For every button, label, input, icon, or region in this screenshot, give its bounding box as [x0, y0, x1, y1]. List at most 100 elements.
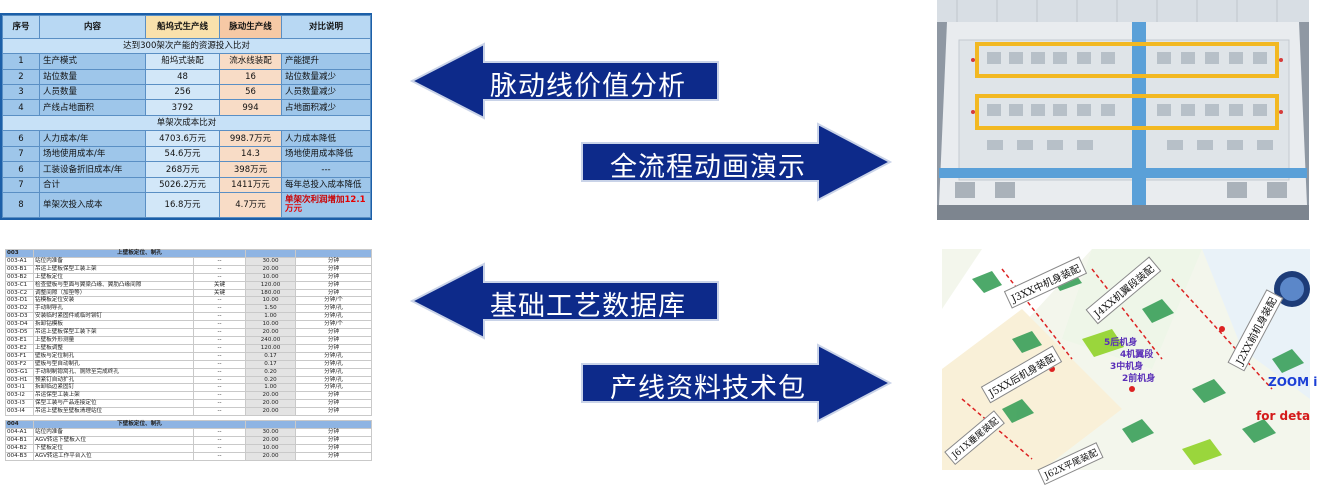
step-desc: 站位内准备 [33, 427, 194, 437]
step-id: 003-I1 [5, 383, 34, 393]
step-flag: -- [192, 272, 247, 282]
row-dock-value: 船坞式装配 [145, 53, 220, 70]
step-unit: 分钟 [295, 435, 373, 445]
step-time: 0.17 [245, 359, 297, 369]
step-desc: 拆卸钻模板 [33, 320, 194, 330]
step-id: 003-D2 [5, 304, 34, 314]
step-unit: 分钟/个 [295, 296, 373, 306]
step-id: 003-G1 [5, 367, 34, 377]
note-mid-fuselage: 3中机身 [1110, 362, 1144, 372]
step-time: 0.20 [245, 375, 297, 385]
step-desc: 吊运上壁板保型工装上架 [33, 264, 194, 274]
row-dock-value: 4703.6万元 [145, 130, 220, 147]
step-desc: 安装临时紧固件或临时铆钉 [33, 312, 194, 322]
step-unit: 分钟/孔 [295, 359, 373, 369]
step-unit: 分钟 [295, 427, 373, 437]
step-time: 120.00 [245, 343, 297, 353]
row-dock-value: 5026.2万元 [145, 176, 220, 194]
row-note-profit: 单架次利润增加12.1万元 [281, 192, 371, 218]
step-desc: 吊运上壁板至壁板清理站位 [33, 407, 194, 417]
step-flag: -- [192, 443, 247, 453]
step-time: 20.00 [245, 407, 297, 417]
row-pulse-value: 16 [219, 68, 282, 86]
step-flag: 关键 [192, 288, 247, 298]
step-id: 003-I2 [5, 391, 34, 401]
step-time: 1.50 [245, 304, 297, 314]
row-note: 每年总投入成本降低 [281, 176, 371, 194]
step-desc: 吊运上壁板保型工装下架 [33, 328, 194, 337]
row-pulse-value: 998.7万元 [219, 130, 282, 147]
step-flag: 关键 [192, 280, 247, 290]
step-time: 20.00 [245, 451, 297, 461]
row-pulse-value: 56 [219, 84, 282, 101]
table-row: 2 站位数量 48 16 站位数量减少 [2, 68, 371, 86]
profit-label: 单架次利润增加 [285, 195, 345, 206]
note-wing-section: 4机翼段 [1120, 350, 1154, 360]
step-unit: 分钟 [295, 256, 373, 266]
step-time: 1.00 [245, 383, 297, 393]
step-unit: 分钟 [295, 264, 373, 274]
step-time: 10.00 [245, 443, 297, 453]
step-time: 20.00 [245, 399, 297, 409]
step-flag: -- [192, 312, 247, 322]
row-item: 站位数量 [39, 68, 146, 86]
row-no: 7 [2, 176, 40, 194]
step-id: 003-D1 [5, 296, 34, 306]
step-time: 10.00 [245, 272, 297, 282]
step-desc: 检查壁板与型面与翼梁凸缘、翼肋凸缘间隙 [33, 280, 194, 290]
step-desc: 上壁板定位 [33, 272, 194, 282]
arrow-process-database[interactable]: 基础工艺数据库 [409, 262, 720, 340]
group-title: 下壁板定位、制孔 [32, 420, 247, 429]
step-desc: 拆卸临边紧固钉 [33, 383, 194, 393]
step-time: 30.00 [245, 256, 297, 266]
table-row: 3 人员数量 256 56 人员数量减少 [2, 84, 371, 101]
row-pulse-value: 14.3 [219, 145, 282, 163]
step-unit: 分钟 [295, 407, 373, 417]
step-flag: -- [192, 343, 247, 353]
step-desc: 手动制导孔 [33, 304, 194, 314]
arrow-label: 产线资料技术包 [610, 373, 806, 404]
step-desc: 壁板与型自动制孔 [33, 359, 194, 369]
step-flag: -- [192, 451, 247, 461]
factory-layout-render [937, 0, 1309, 220]
step-id: 003-I4 [5, 407, 34, 417]
step-id: 003-F1 [5, 351, 34, 361]
step-flag: -- [192, 264, 247, 274]
note-rear-fuselage: 5后机身 [1104, 338, 1138, 348]
zoom-text: ZOOM i [1268, 375, 1318, 389]
table-row: 7 场地使用成本/年 54.6万元 14.3 场地使用成本降低 [2, 145, 371, 163]
row-note: 站位数量减少 [281, 68, 371, 86]
section-title-cost: 单架次成本比对 [2, 114, 371, 132]
arrow-pulse-value-analysis[interactable]: 脉动线价值分析 [409, 42, 720, 120]
step-flag: -- [192, 435, 247, 445]
step-flag: -- [192, 359, 247, 369]
step-time: 10.00 [245, 320, 297, 330]
row-item: 人员数量 [39, 84, 146, 101]
row-dock-value: 48 [145, 68, 220, 86]
arrow-full-animation[interactable]: 全流程动画演示 [580, 122, 893, 202]
arrow-tech-package[interactable]: 产线资料技术包 [580, 343, 893, 423]
step-id: 003-H1 [5, 375, 34, 385]
row-note: 人员数量减少 [281, 84, 371, 101]
step-id: 004-B3 [5, 451, 34, 461]
table-row: 6 工装设备折旧成本/年 268万元 398万元 --- [2, 161, 371, 178]
step-flag: -- [192, 328, 247, 337]
step-unit: 分钟/孔 [295, 383, 373, 393]
header-pulse-line: 脉动生产线 [219, 15, 282, 39]
step-time: 0.17 [245, 351, 297, 361]
step-unit: 分钟 [295, 335, 373, 345]
